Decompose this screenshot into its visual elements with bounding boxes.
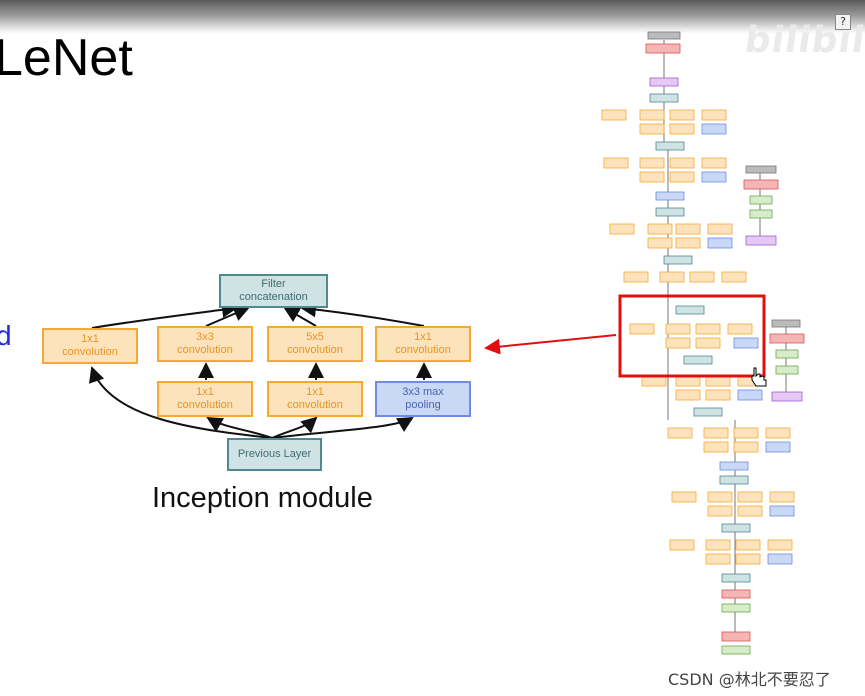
minimap-blocks (601, 31, 805, 655)
hand-cursor (751, 367, 767, 387)
highlight-box (618, 294, 766, 378)
conv-1x1-box-right: 1x1 convolution (375, 326, 471, 362)
conv-1x1-reduce-box-b: 1x1 convolution (267, 381, 363, 417)
conv-1x1-box-left: 1x1 convolution (42, 328, 138, 364)
max-pooling-box: 3x3 max pooling (375, 381, 471, 417)
conv-3x3-box: 3x3 convolution (157, 326, 253, 362)
csdn-watermark: CSDN @林北不要忍了 (668, 670, 831, 689)
conv-5x5-box: 5x5 convolution (267, 326, 363, 362)
previous-layer-box: Previous Layer (227, 438, 322, 471)
video-top-shade (0, 0, 865, 34)
inception-caption: Inception module (152, 482, 373, 514)
cut-off-text: d (0, 320, 12, 351)
help-button[interactable]: ? (835, 14, 851, 30)
slide-title: LeNet (0, 29, 133, 87)
filter-concatenation-box: Filter concatenation (219, 274, 328, 308)
conv-1x1-reduce-box-a: 1x1 convolution (157, 381, 253, 417)
